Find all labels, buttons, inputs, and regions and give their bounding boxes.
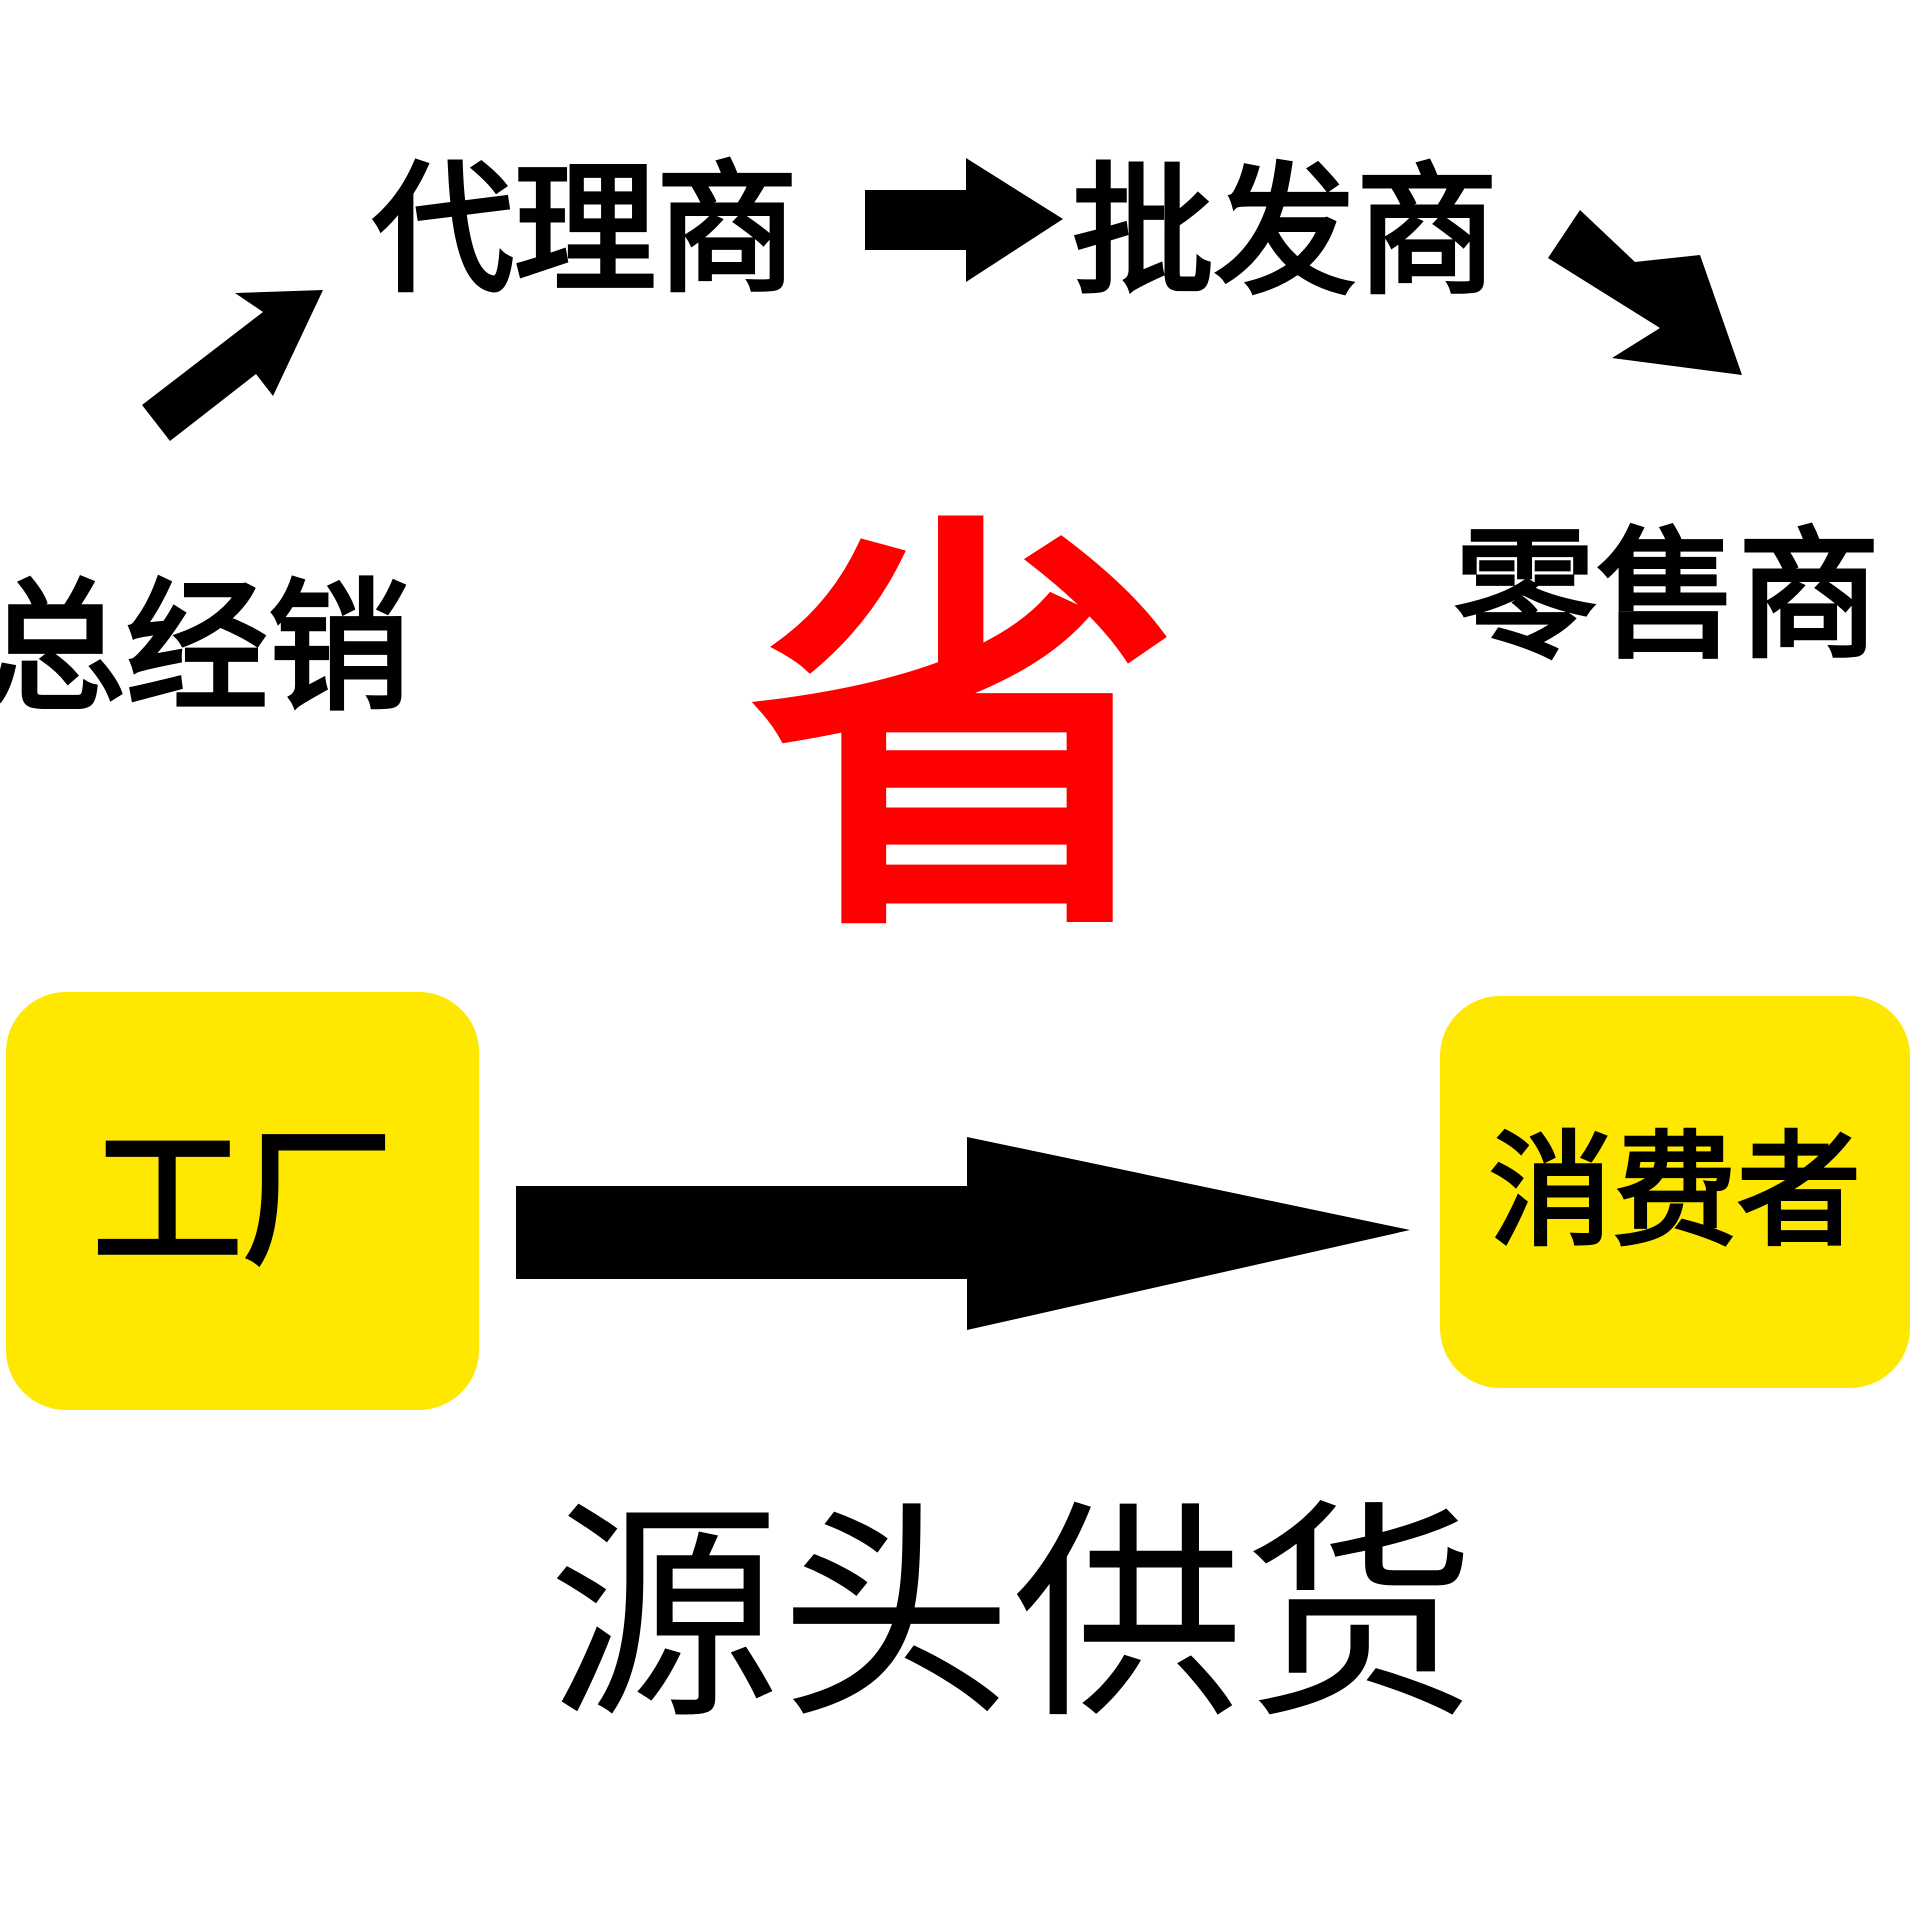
arrow-up-right-icon [142,290,323,441]
tagline: 源头供货 [548,1481,1477,1751]
consumer-label: 消费者 [1488,1120,1861,1264]
retailer-label: 零售商 [1454,514,1880,679]
arrow-down-right-icon [1548,210,1742,375]
save-highlight: 省 [750,485,1180,985]
factory-box: 工厂 [6,992,479,1410]
distributor-label: 总经销 [0,566,410,731]
agent-label: 代理商 [372,148,798,313]
consumer-box: 消费者 [1440,996,1910,1388]
arrow-right-icon [865,158,1063,282]
wholesaler-label: 批发商 [1072,150,1498,315]
factory-label: 工厂 [92,1114,393,1288]
big-arrow-right-icon [516,1137,1410,1330]
